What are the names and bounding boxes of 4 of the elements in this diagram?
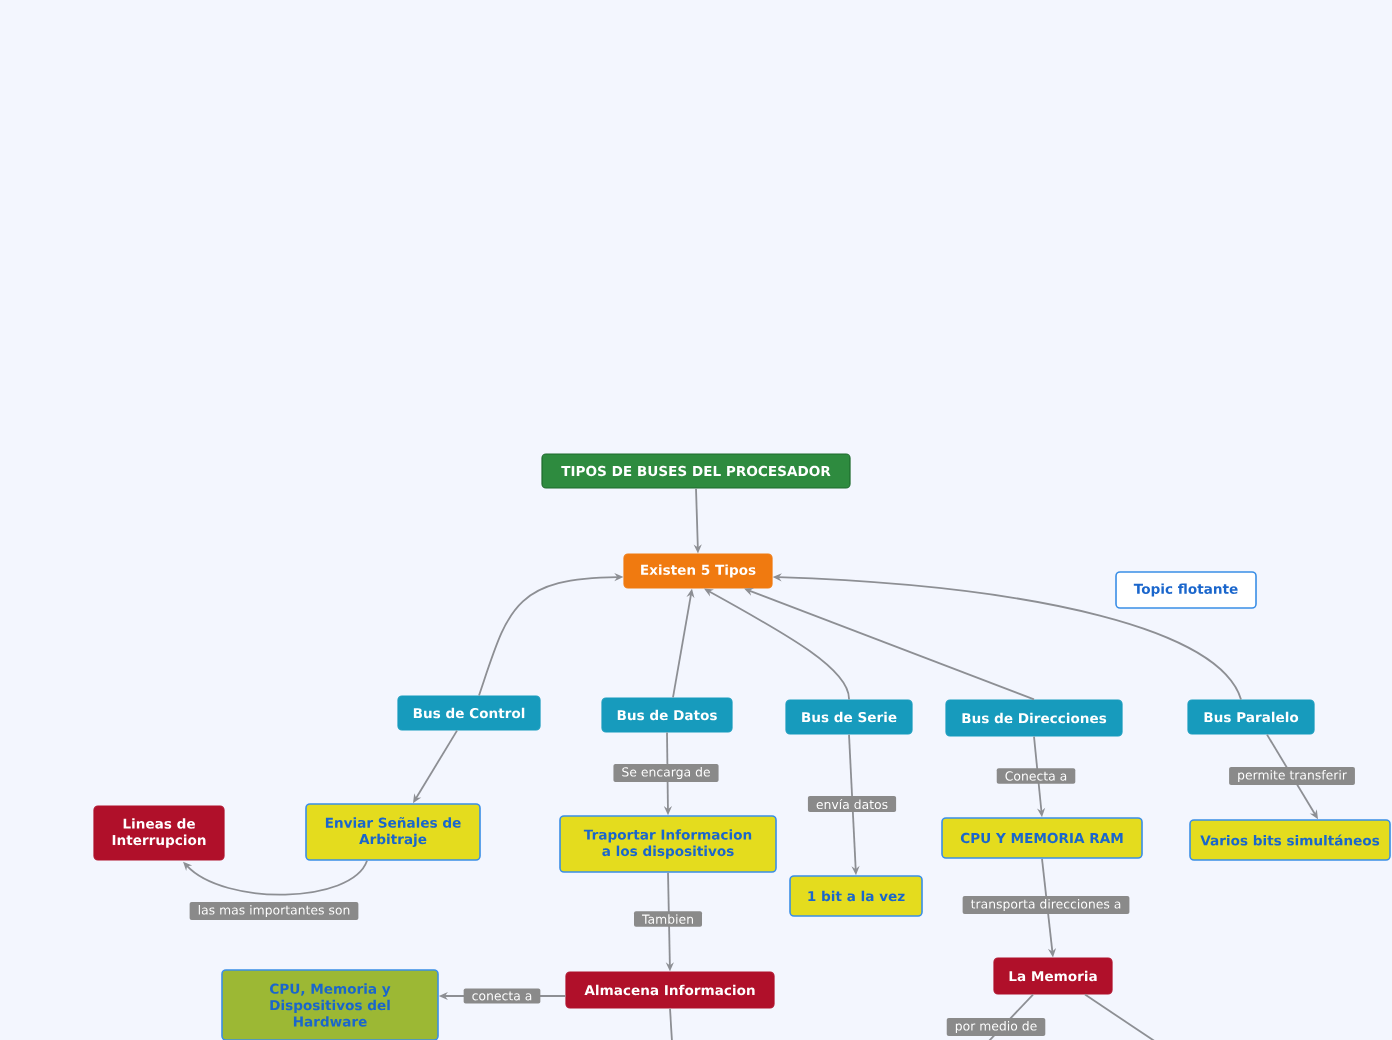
arrow — [704, 588, 850, 701]
connector-line — [1084, 993, 1157, 1040]
connector-line — [669, 1007, 673, 1040]
arrow — [183, 859, 368, 896]
